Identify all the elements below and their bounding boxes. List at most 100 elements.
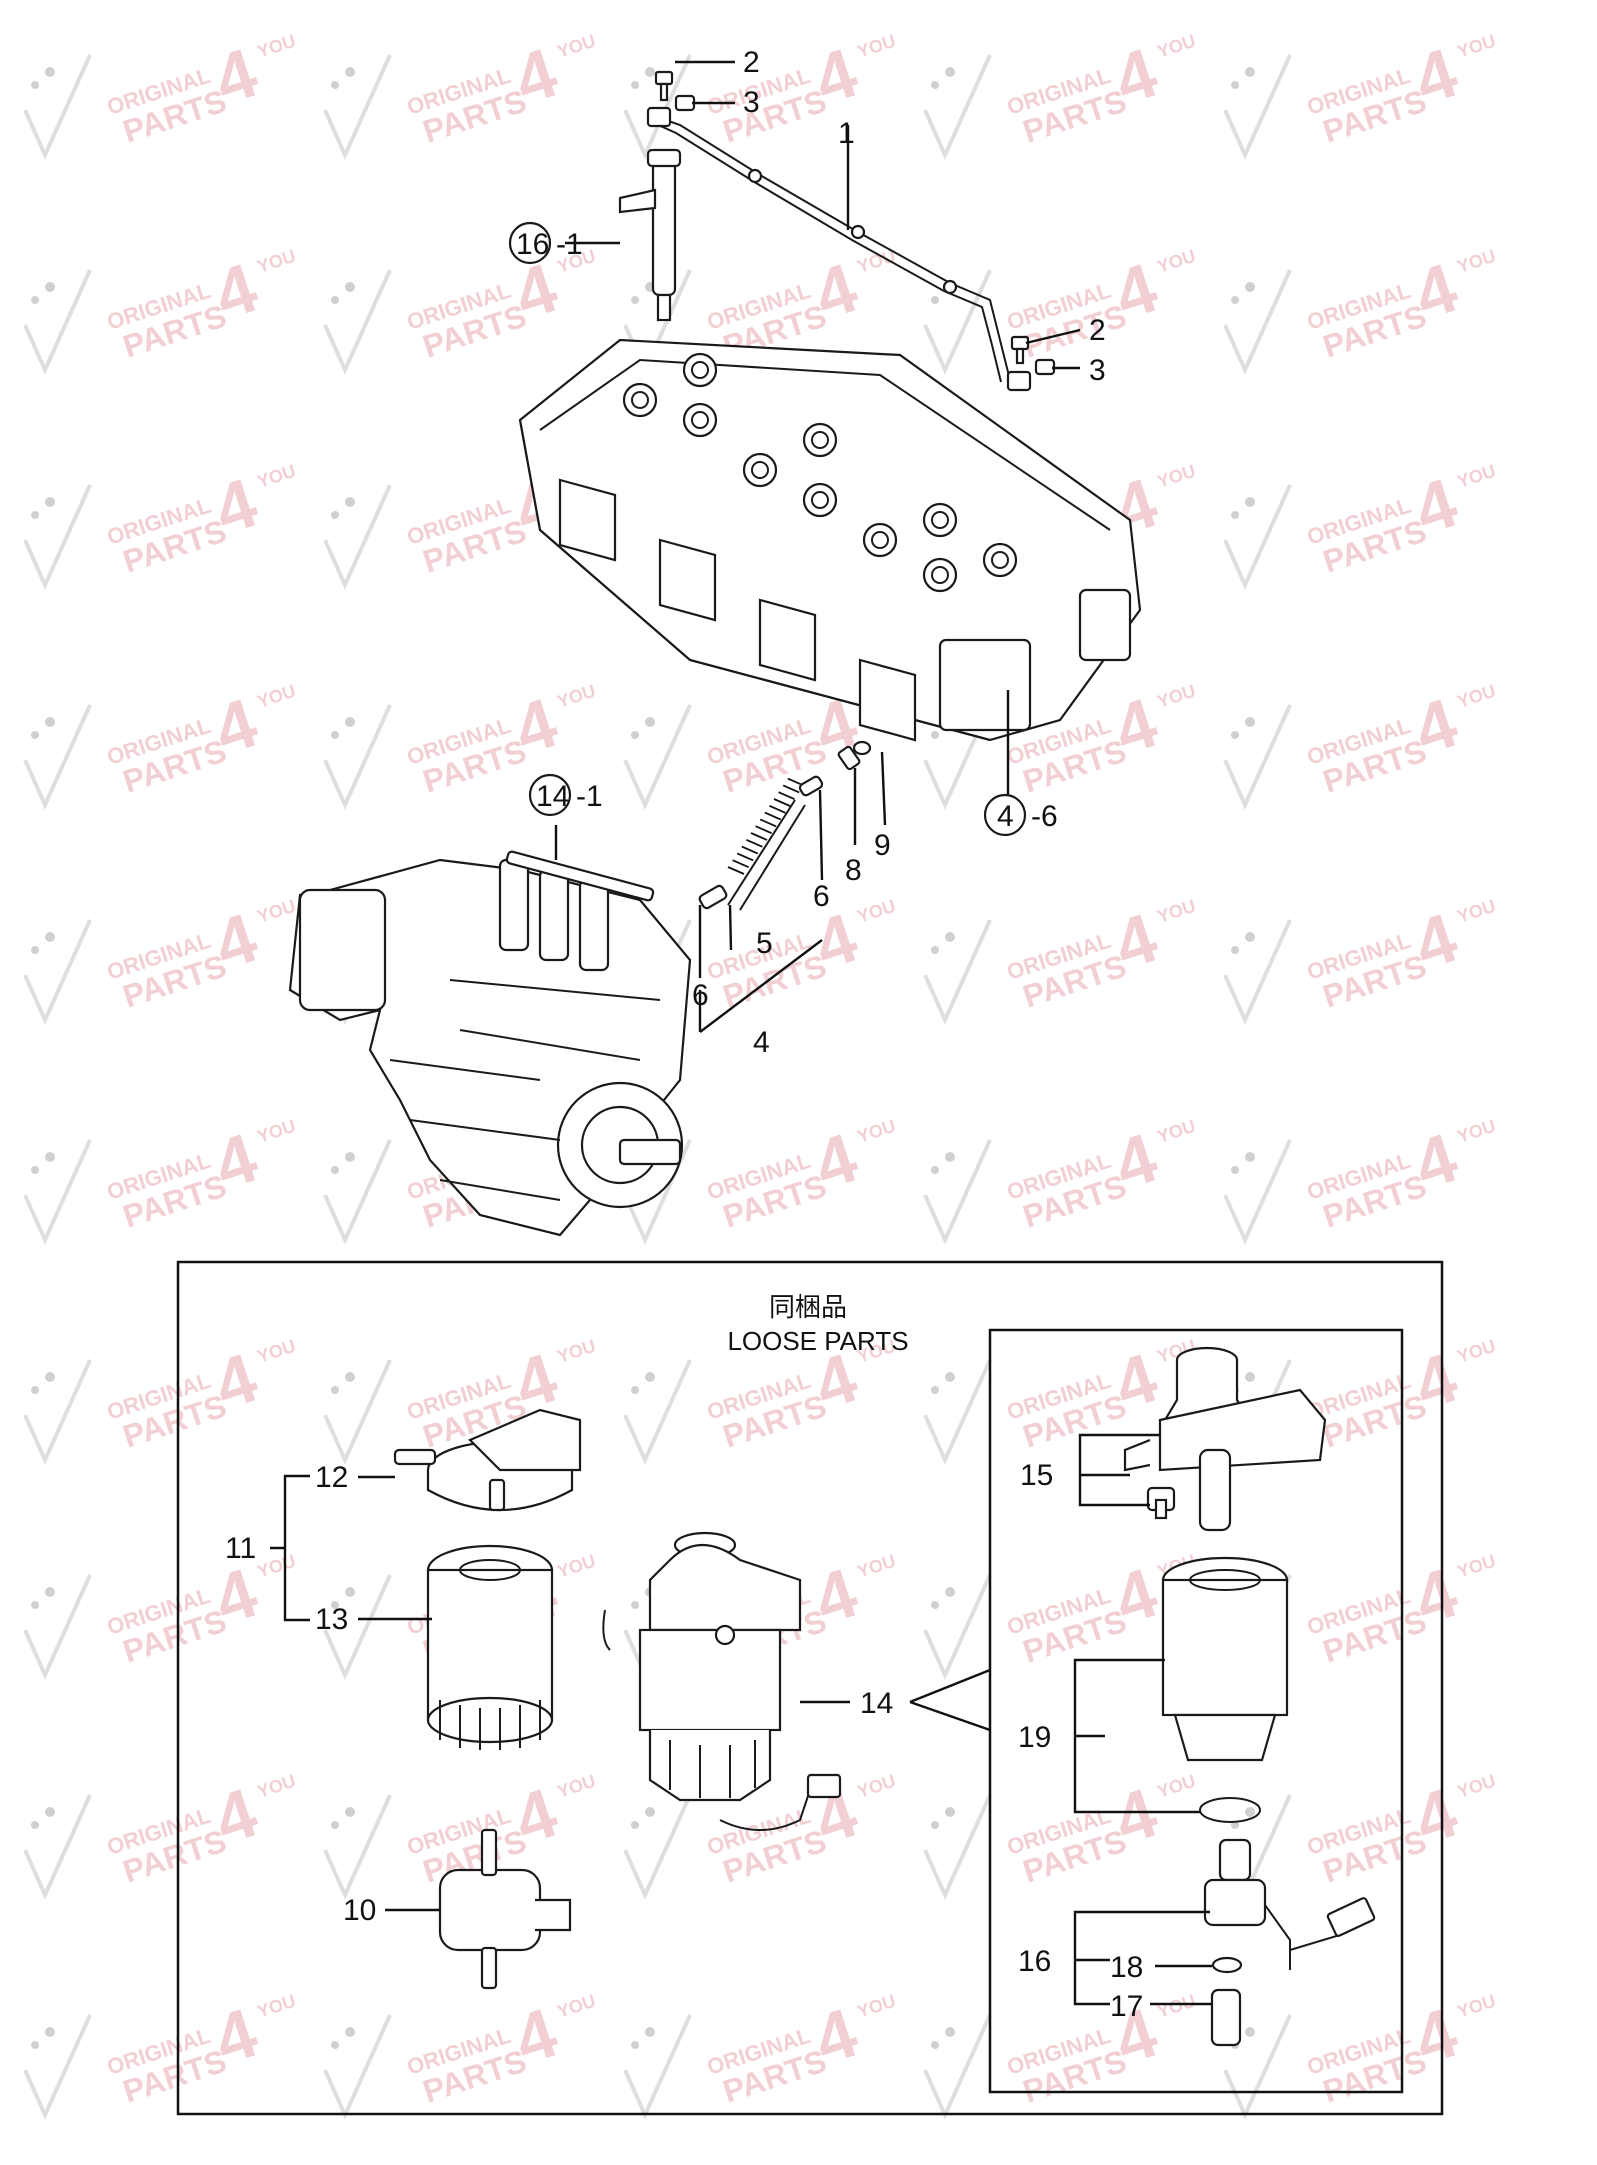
watermark-layer: ORIGINALPARTS4YOUORIGINALPARTS4YOUORIGIN…: [23, 31, 1498, 2120]
label-18: 18: [1110, 1951, 1143, 1984]
callout-14-1: 14 -1: [528, 773, 603, 817]
svg-text:YOU: YOU: [255, 896, 298, 927]
svg-text:YOU: YOU: [1455, 681, 1498, 712]
svg-text:YOU: YOU: [855, 1116, 898, 1147]
callout-4-6: 4 -6: [983, 793, 1058, 837]
separator-element: [1161, 1556, 1289, 1823]
label-19: 19: [1018, 1721, 1051, 1754]
svg-text:YOU: YOU: [1455, 1116, 1498, 1147]
label-2-right: 2: [1089, 314, 1106, 347]
svg-text:YOU: YOU: [555, 681, 598, 712]
label-6-lower: 6: [692, 979, 709, 1012]
fuel-filter-head: [393, 1408, 582, 1512]
fuel-filter-element: [426, 1544, 554, 1750]
svg-text:YOU: YOU: [1155, 31, 1198, 62]
svg-text:YOU: YOU: [1455, 1771, 1498, 1802]
pipe-bolt-top: [654, 70, 696, 112]
label-14: 14: [860, 1687, 893, 1720]
svg-text:YOU: YOU: [1155, 1771, 1198, 1802]
kit-14-frame: [988, 1328, 1404, 2094]
water-separator: [602, 1531, 842, 1831]
label-13: 13: [315, 1603, 348, 1636]
svg-text:YOU: YOU: [255, 31, 298, 62]
svg-text:YOU: YOU: [255, 1991, 298, 2022]
loose-parts-title-en: LOOSE PARTS: [727, 1326, 908, 1356]
cylinder-head: [518, 338, 1142, 742]
loose-parts-frame: [176, 1260, 1444, 2116]
svg-text:YOU: YOU: [555, 31, 598, 62]
svg-text:YOU: YOU: [1155, 461, 1198, 492]
svg-text:YOU: YOU: [255, 246, 298, 277]
svg-text:YOU: YOU: [855, 1551, 898, 1582]
svg-text:YOU: YOU: [255, 1116, 298, 1147]
svg-text:YOU: YOU: [555, 1991, 598, 2022]
svg-text:YOU: YOU: [255, 681, 298, 712]
gasket: [852, 740, 872, 756]
svg-text:YOU: YOU: [855, 31, 898, 62]
svg-text:YOU: YOU: [555, 1771, 598, 1802]
label-3-right: 3: [1089, 354, 1106, 387]
svg-text:YOU: YOU: [255, 1771, 298, 1802]
label-1: 1: [838, 117, 855, 150]
svg-text:YOU: YOU: [255, 1336, 298, 1367]
svg-text:YOU: YOU: [1455, 461, 1498, 492]
svg-text:YOU: YOU: [1455, 1551, 1498, 1582]
svg-text:YOU: YOU: [1155, 1991, 1198, 2022]
svg-text:YOU: YOU: [855, 1771, 898, 1802]
svg-text:YOU: YOU: [1455, 1991, 1498, 2022]
leak-off-hose: [698, 775, 824, 911]
label-3-top: 3: [743, 86, 760, 119]
svg-text:YOU: YOU: [1455, 1336, 1498, 1367]
svg-text:YOU: YOU: [855, 896, 898, 927]
drain-sensor: [1203, 1838, 1376, 2047]
callout-16-1: 16 -1: [508, 221, 583, 265]
label-10: 10: [343, 1894, 376, 1927]
union-bolt: [837, 745, 861, 771]
label-8: 8: [845, 854, 862, 887]
svg-text:YOU: YOU: [255, 1551, 298, 1582]
label-17: 17: [1110, 1990, 1143, 2023]
svg-text:YOU: YOU: [1455, 31, 1498, 62]
fuel-injection-pump: [288, 850, 692, 1237]
loose-parts-title-jp: 同梱品: [769, 1292, 847, 1322]
pipe-bolt-right: [1010, 335, 1056, 376]
svg-text:YOU: YOU: [855, 1991, 898, 2022]
callout-4-suffix: -6: [1031, 800, 1058, 833]
svg-text:YOU: YOU: [555, 1551, 598, 1582]
label-15: 15: [1020, 1459, 1053, 1492]
label-6-upper: 6: [813, 880, 830, 913]
callout-14-suffix: -1: [576, 780, 603, 813]
label-5: 5: [756, 927, 773, 960]
svg-text:YOU: YOU: [1155, 681, 1198, 712]
label-12: 12: [315, 1461, 348, 1494]
svg-text:YOU: YOU: [255, 461, 298, 492]
